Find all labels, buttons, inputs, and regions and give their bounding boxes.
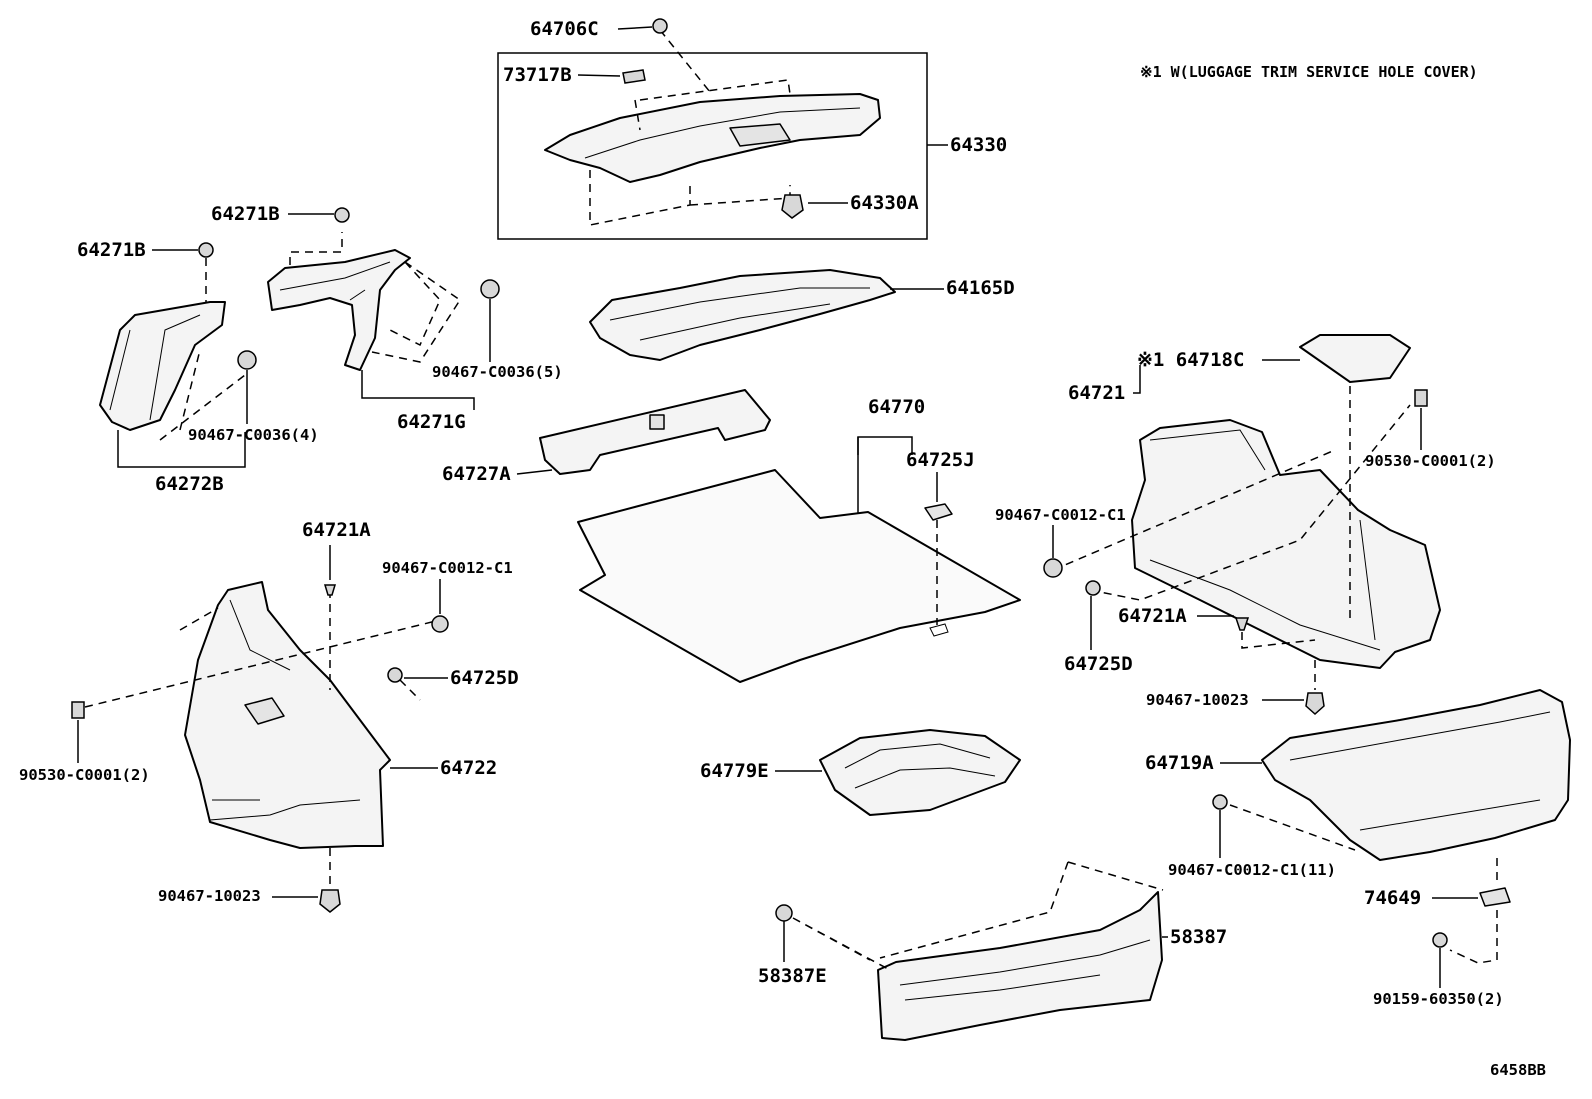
part-clip-90467-C0012-C1-right (1043, 558, 1063, 578)
part-clip-64271B-upper (334, 207, 350, 223)
label-64719A: 64719A (1145, 752, 1214, 774)
label-64727A: 64727A (442, 463, 511, 485)
part-clip-90467-C0036-5 (480, 279, 500, 299)
label-64721A-right: 64721A (1118, 605, 1187, 627)
part-64722-service-hole (244, 697, 285, 725)
label-64721A-left: 64721A (302, 519, 371, 541)
label-90467-C0036-5: 90467-C0036(5) (432, 363, 563, 381)
part-clip-90467-10023-right (1305, 692, 1325, 716)
label-90467-C0012-C1-11: 90467-C0012-C1(11) (1168, 861, 1336, 879)
part-cover-90530-C0001-left (71, 701, 85, 719)
part-clip-64725J (924, 503, 953, 521)
label-58387: 58387 (1170, 926, 1227, 948)
label-64779E: 64779E (700, 760, 769, 782)
part-clip-90467-10023-left (319, 889, 341, 913)
service-hole-cover-note: ※1 W(LUGGAGE TRIM SERVICE HOLE COVER) (1140, 63, 1478, 81)
part-clip-64725D-left (387, 667, 403, 683)
label-90467-10023-left: 90467-10023 (158, 887, 261, 905)
part-64770-floor-mat (577, 469, 1021, 683)
part-cover-90530-C0001-right (1414, 389, 1428, 407)
part-package-tray-trim (544, 93, 881, 183)
part-clip-64271B-left (198, 242, 214, 258)
part-clip-90467-C0036-4 (237, 350, 257, 370)
diagram-code: 6458BB (1490, 1061, 1546, 1079)
label-64271G: 64271G (397, 411, 466, 433)
part-64272B-side-trim (99, 301, 226, 431)
label-64272B: 64272B (155, 473, 224, 495)
part-64165D-panel (589, 269, 896, 361)
label-64725D-right: 64725D (1064, 653, 1133, 675)
part-clip-90467-C0012-C1-11 (1212, 794, 1228, 810)
part-64271G-upper-trim (267, 249, 411, 371)
part-clip-64706C (652, 18, 668, 34)
label-90530-C0001-left: 90530-C0001(2) (19, 766, 150, 784)
part-clip-64725D-right (1085, 580, 1101, 596)
label-90467-10023-right: 90467-10023 (1146, 691, 1249, 709)
part-clip-64330A (781, 194, 804, 219)
label-64330A: 64330A (850, 192, 919, 214)
part-64727A-slot (649, 414, 665, 430)
part-tray-vent (729, 123, 791, 147)
part-64718C-service-hole-cover (1299, 334, 1411, 383)
label-90467-C0012-C1-right: 90467-C0012-C1 (995, 506, 1126, 524)
label-64770: 64770 (868, 396, 925, 418)
label-64721: 64721 (1068, 382, 1125, 404)
label-64725J: 64725J (906, 449, 975, 471)
part-screw-64721A-left (323, 584, 337, 596)
part-64719A-lid-trim (1261, 689, 1571, 861)
label-64706C: 64706C (530, 18, 599, 40)
label-58387E: 58387E (758, 965, 827, 987)
group-box-64330 (497, 52, 928, 240)
label-73717B: 73717B (503, 64, 572, 86)
part-bolt-90159-60350 (1432, 932, 1448, 948)
label-90530-C0001-right: 90530-C0001(2) (1365, 452, 1496, 470)
label-64271B-left: 64271B (77, 239, 146, 261)
part-64722-left-side-trim (184, 581, 391, 849)
label-64722: 64722 (440, 757, 497, 779)
label-90467-C0012-C1-left: 90467-C0012-C1 (382, 559, 513, 577)
label-74649: 74649 (1364, 887, 1421, 909)
label-90467-C0036-4: 90467-C0036(4) (188, 426, 319, 444)
part-clip-90467-C0012-C1-left (431, 615, 449, 633)
label-90159-60350: 90159-60350(2) (1373, 990, 1504, 1008)
part-64779E-tool-tray (819, 729, 1021, 816)
label-64271B-upper: 64271B (211, 203, 280, 225)
part-74649-bracket (1479, 887, 1511, 907)
part-screw-64721A-right (1234, 617, 1250, 631)
part-64727A-trim (539, 389, 771, 475)
label-64165D: 64165D (946, 277, 1015, 299)
part-58387-scuff-plate (877, 891, 1163, 1041)
label-64718C: ※1 64718C (1137, 349, 1244, 371)
part-clip-58387E (775, 904, 793, 922)
part-64721-right-side-trim (1131, 419, 1441, 669)
label-64330: 64330 (950, 134, 1007, 156)
part-clip-73717B (622, 69, 646, 84)
label-64725D-left: 64725D (450, 667, 519, 689)
